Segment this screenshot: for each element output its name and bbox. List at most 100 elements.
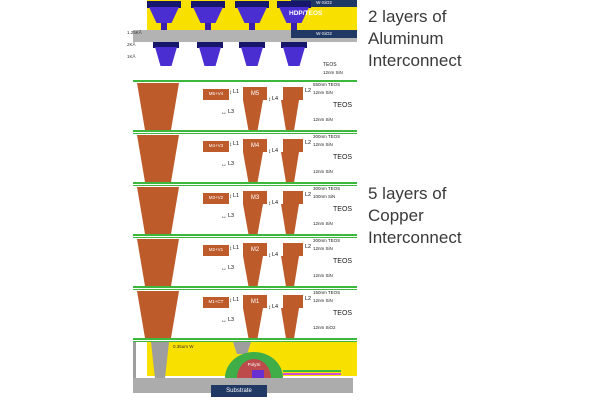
- aluminum-line-body: [155, 47, 177, 66]
- copper-via-stack-shape: [137, 291, 179, 338]
- l2-text: L2: [305, 244, 312, 250]
- dimension-label-l3: ↔L3: [221, 214, 234, 220]
- etch-stop-line: [133, 237, 357, 238]
- thickness-label-k3: 1KÅ: [127, 54, 136, 59]
- l1-text: L1: [233, 89, 240, 96]
- dimension-label-l1: ↕L1: [229, 194, 239, 200]
- vertical-arrow-icon: ↕: [268, 97, 271, 103]
- etch-stop-line: [133, 289, 357, 290]
- teos-label: TEOS: [333, 102, 353, 109]
- aluminum-arc-cap: [235, 1, 269, 8]
- aluminum-metal-shape: [277, 1, 311, 23]
- aluminum-line-body: [237, 7, 267, 23]
- etch-stop-line: [133, 234, 357, 236]
- dielectric-label: 550nm TEOS: [313, 82, 341, 87]
- dimension-label-l1: ↕L1: [229, 90, 239, 96]
- horizontal-arrow-icon: ↔: [221, 266, 227, 272]
- dielectric-label: 150nm TEOS: [313, 290, 341, 295]
- horizontal-arrow-icon: ↔: [221, 214, 227, 220]
- vertical-arrow-icon: ↕: [268, 253, 271, 259]
- copper-via-stack-shape: [137, 83, 179, 130]
- copper-via-shape: [281, 308, 299, 339]
- liner-green-line: [283, 370, 341, 372]
- etch-stop-line: [133, 185, 357, 186]
- l2-text: L2: [305, 296, 312, 302]
- l1-text: L1: [233, 297, 240, 304]
- l3-text: L3: [228, 213, 235, 220]
- sin-label-top: 12nm SiN: [323, 70, 343, 75]
- dielectric-label: 300nm TEOS: [313, 186, 341, 191]
- dimension-label-l2: L2: [305, 88, 311, 95]
- teos-label: TEOS: [333, 310, 353, 317]
- vertical-arrow-icon: ↕: [229, 246, 232, 252]
- w-sio2-strip-mid: W-SiO2: [291, 30, 357, 38]
- via-label-block: M5+V4: [203, 89, 229, 100]
- tungsten-contact-plug: [233, 342, 251, 354]
- aluminum-line-body: [149, 7, 179, 23]
- copper-via-shape: [243, 204, 263, 235]
- vertical-arrow-icon: ↕: [229, 142, 232, 148]
- etch-stop-line: [133, 133, 357, 134]
- dimension-label-l1: ↕L1: [229, 246, 239, 252]
- teos-label: TEOS: [333, 154, 353, 161]
- etch-stop-line: [133, 341, 357, 342]
- via-label-block: M4+V3: [203, 141, 229, 152]
- dimension-label-l4: ↕L4: [268, 97, 278, 103]
- metal-line-block-2: [283, 139, 303, 152]
- copper-via-shape: [281, 100, 299, 131]
- metal-line-block-2: [283, 87, 303, 100]
- dielectric-label: 300nm TEOS: [313, 134, 341, 139]
- copper-module-m1: M1+CT ↕L1 M1 ↕L4 L2 ↔L3 150nm TEOS 12nm …: [127, 290, 357, 342]
- copper-via-stack-shape: [137, 239, 179, 286]
- l2-text: L2: [305, 140, 312, 146]
- copper-module-m3: M3+V2 ↕L1 M3 ↕L4 L2 ↔L3 300nm TEOS 100nm…: [127, 186, 357, 238]
- nitride-label: 12nm SiN: [313, 246, 333, 251]
- metal-line-block-2: [283, 243, 303, 256]
- w-sio2-strip-top: W-SiO2: [291, 0, 357, 7]
- nitride-label: 100nm SiN: [313, 194, 336, 199]
- etch-stop-line: [133, 338, 357, 340]
- aluminum-metal-shape-row2: [239, 42, 265, 66]
- etch-stop-line: [133, 80, 357, 82]
- aluminum-metal-shape-row2: [153, 42, 179, 66]
- l2-text: L2: [305, 192, 312, 198]
- l3-text: L3: [228, 317, 235, 324]
- aluminum-arc-cap: [191, 1, 225, 8]
- metal-line-block: M2: [243, 243, 267, 256]
- nitride-label: 12nm SiN: [313, 90, 333, 95]
- teos-label: TEOS: [333, 258, 353, 265]
- dimension-label-l4: ↕L4: [268, 253, 278, 259]
- nitride-label: 12nm SiN: [313, 273, 333, 278]
- l4-text: L4: [272, 96, 279, 103]
- aluminum-metal-shape-row2: [281, 42, 307, 66]
- aluminum-metal-shape: [191, 1, 225, 23]
- etch-stop-line: [133, 182, 357, 184]
- vertical-arrow-icon: ↕: [268, 149, 271, 155]
- copper-annotation: 5 layers of Copper Interconnect: [368, 184, 462, 248]
- etch-stop-line: [133, 130, 357, 132]
- copper-module-m4: M4+V3 ↕L1 M4 ↕L4 L2 ↔L3 300nm TEOS 12nm …: [127, 134, 357, 186]
- l3-text: L3: [228, 161, 235, 168]
- dimension-label-l3: ↔L3: [221, 162, 234, 168]
- l3-text: L3: [228, 109, 235, 116]
- copper-via-shape: [281, 152, 299, 183]
- aluminum-line-body: [283, 47, 305, 66]
- teos-label-top: TEOS: [323, 62, 337, 68]
- dimension-label-l4: ↕L4: [268, 305, 278, 311]
- l1-text: L1: [233, 245, 240, 252]
- dimension-label-l3: ↔L3: [221, 318, 234, 324]
- via-label-block: M3+V2: [203, 193, 229, 204]
- aluminum-line-body: [279, 7, 309, 23]
- nitride-label: 12nm SiO2: [313, 325, 336, 330]
- etch-stop-line: [133, 286, 357, 288]
- thickness-label-k1: 1.25KÅ: [127, 30, 142, 35]
- dimension-label-l3: ↔L3: [221, 110, 234, 116]
- l4-text: L4: [272, 252, 279, 259]
- edge-plug: [133, 342, 136, 378]
- nitride-label: 12nm SiN: [313, 169, 333, 174]
- dimension-label-l4: ↕L4: [268, 201, 278, 207]
- aluminum-arc-cap: [239, 42, 265, 48]
- dimension-label-l2: L2: [305, 192, 312, 199]
- metal-line-block: M5: [243, 87, 267, 100]
